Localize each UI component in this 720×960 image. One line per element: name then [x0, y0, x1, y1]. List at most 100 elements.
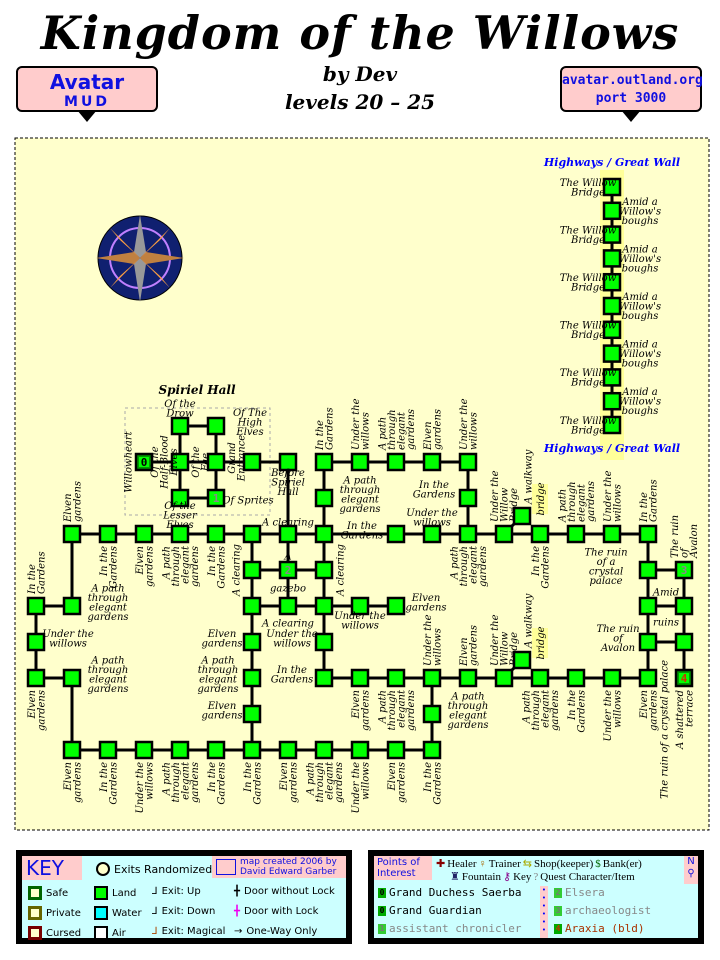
- room[interactable]: [566, 668, 586, 688]
- room[interactable]: [26, 596, 46, 616]
- room[interactable]: [458, 488, 478, 508]
- room[interactable]: [350, 668, 370, 688]
- room[interactable]: [242, 740, 262, 760]
- highway-room[interactable]: [602, 201, 622, 221]
- room[interactable]: [422, 704, 442, 724]
- room[interactable]: [314, 560, 334, 580]
- room[interactable]: 4: [674, 668, 694, 688]
- room[interactable]: [278, 740, 298, 760]
- room[interactable]: [674, 632, 694, 652]
- room[interactable]: [350, 596, 370, 616]
- room[interactable]: [206, 524, 226, 544]
- room[interactable]: [278, 452, 298, 472]
- logo-line2: MUD: [64, 94, 110, 110]
- room[interactable]: [458, 524, 478, 544]
- room-label: gazebo: [270, 584, 306, 595]
- room[interactable]: [134, 524, 154, 544]
- highway-room[interactable]: [602, 320, 622, 340]
- room[interactable]: [422, 740, 442, 760]
- room[interactable]: [422, 668, 442, 688]
- room[interactable]: [62, 596, 82, 616]
- highway-room[interactable]: [602, 249, 622, 268]
- room[interactable]: [386, 740, 406, 760]
- highway-room[interactable]: [602, 296, 622, 316]
- highway-room[interactable]: [602, 368, 622, 387]
- room[interactable]: [386, 668, 406, 688]
- room[interactable]: [26, 668, 46, 688]
- room[interactable]: [206, 740, 226, 760]
- room[interactable]: [314, 488, 334, 508]
- room[interactable]: [278, 524, 298, 544]
- room[interactable]: [638, 596, 658, 616]
- room[interactable]: [134, 740, 154, 760]
- room-label: The ruinofAvalon: [670, 515, 700, 559]
- room[interactable]: [242, 632, 262, 652]
- room[interactable]: [62, 668, 82, 688]
- room[interactable]: [314, 524, 334, 544]
- room[interactable]: [602, 668, 622, 688]
- room[interactable]: [530, 668, 550, 688]
- room[interactable]: [386, 524, 406, 544]
- room[interactable]: [494, 668, 514, 688]
- room[interactable]: [206, 416, 226, 436]
- highway-room[interactable]: [602, 177, 622, 197]
- room[interactable]: [26, 632, 46, 652]
- highway-room[interactable]: [602, 344, 622, 363]
- room[interactable]: [314, 632, 334, 652]
- room[interactable]: [170, 524, 190, 544]
- room[interactable]: [458, 452, 478, 472]
- room[interactable]: [170, 488, 190, 508]
- room[interactable]: [278, 596, 298, 616]
- room[interactable]: [314, 740, 334, 760]
- room[interactable]: [314, 596, 334, 616]
- room[interactable]: 1: [206, 488, 226, 508]
- room[interactable]: [386, 596, 406, 616]
- room[interactable]: [350, 740, 370, 760]
- room[interactable]: [242, 668, 262, 688]
- room[interactable]: 2: [278, 560, 298, 580]
- highway-room[interactable]: [602, 391, 622, 411]
- highway-room[interactable]: [602, 225, 622, 244]
- room[interactable]: [242, 560, 262, 580]
- room-label: Elvengardens: [27, 690, 48, 731]
- room[interactable]: [98, 740, 118, 760]
- room[interactable]: [422, 524, 442, 544]
- room[interactable]: [566, 524, 586, 544]
- room[interactable]: [422, 452, 442, 472]
- room[interactable]: [62, 524, 82, 544]
- room[interactable]: [62, 740, 82, 760]
- room[interactable]: [170, 416, 190, 436]
- room[interactable]: 3: [674, 560, 694, 580]
- room[interactable]: [530, 524, 550, 544]
- room[interactable]: [314, 668, 334, 688]
- room-label: In theGardens: [315, 407, 336, 451]
- room[interactable]: [512, 506, 532, 526]
- room[interactable]: [386, 452, 406, 472]
- room[interactable]: [170, 740, 190, 760]
- room[interactable]: [638, 668, 658, 688]
- room[interactable]: [494, 524, 514, 544]
- highway-room[interactable]: [602, 272, 622, 292]
- room[interactable]: [638, 524, 658, 544]
- room[interactable]: [350, 452, 370, 472]
- room[interactable]: [242, 596, 262, 616]
- room[interactable]: [170, 452, 190, 472]
- room[interactable]: [242, 524, 262, 544]
- room[interactable]: [242, 704, 262, 724]
- room[interactable]: [638, 632, 658, 652]
- highway-room[interactable]: [602, 415, 622, 435]
- room[interactable]: [512, 650, 532, 670]
- room[interactable]: [674, 596, 694, 616]
- room[interactable]: 0: [134, 452, 154, 472]
- room[interactable]: [638, 560, 658, 580]
- room[interactable]: [206, 452, 226, 472]
- room[interactable]: [242, 452, 262, 472]
- room[interactable]: [458, 668, 478, 688]
- room[interactable]: [98, 524, 118, 544]
- room[interactable]: [314, 452, 334, 472]
- room[interactable]: [602, 524, 622, 544]
